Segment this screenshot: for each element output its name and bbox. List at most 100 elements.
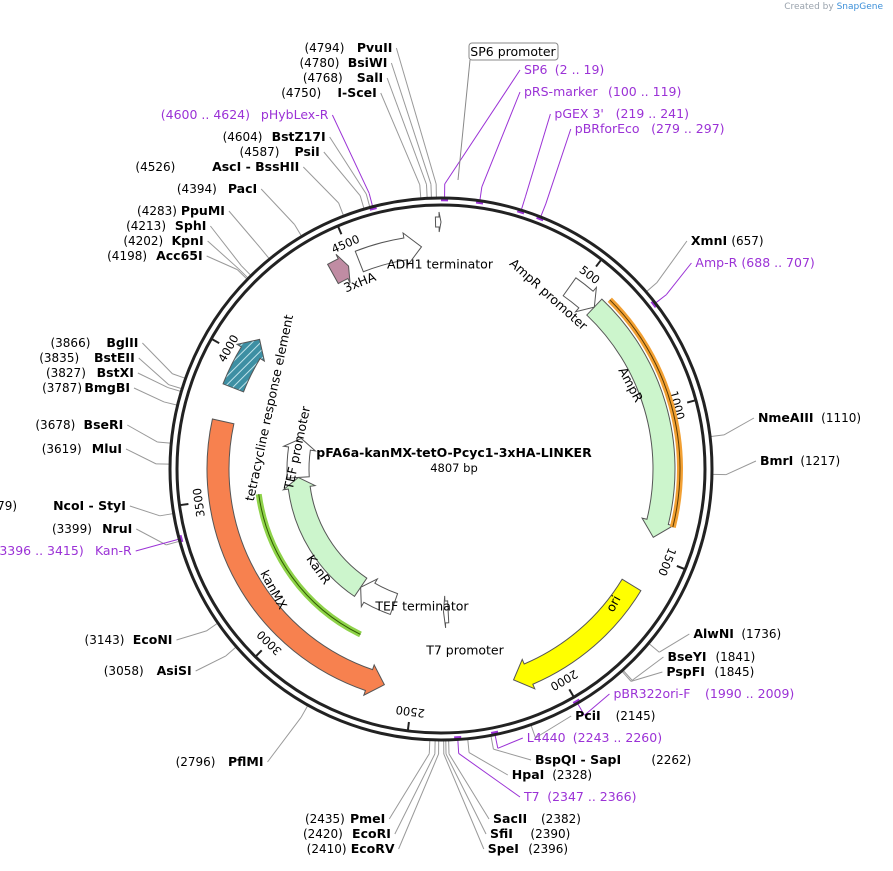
enzyme-econi: EcoNI(3143): [85, 632, 173, 647]
ruler-tick: [180, 502, 189, 507]
primer-pbrforeco-connector: [545, 128, 572, 205]
primer-l4440-connector: [497, 737, 523, 749]
enzyme-name: SfiI: [490, 826, 513, 841]
enzyme-position: (2382): [541, 812, 581, 826]
enzyme-position: (1845): [714, 665, 754, 679]
enzyme-position: (2420): [303, 827, 343, 841]
primer-pbr322ori-f-mark: [572, 698, 581, 705]
primer-name: pGEX 3': [554, 106, 603, 121]
feature-sp6-promoter: [434, 211, 442, 233]
primer-kan-r: Kan-R(3396 .. 3415): [0, 543, 132, 558]
enzyme-spei: SpeI(2396): [488, 841, 568, 856]
enzyme-pflmi: PflMI(2796): [176, 754, 264, 769]
enzyme-bseri: BseRI(3678): [35, 417, 123, 432]
enzyme-name: NruI: [102, 521, 132, 536]
feature-arrows: [206, 211, 683, 697]
enzyme-mlui-connector: [125, 448, 157, 465]
enzyme-name: BmrI: [760, 453, 793, 468]
kan-r-orf-line: [258, 494, 361, 635]
enzyme-bstxi: BstXI(3827): [46, 365, 134, 380]
enzyme-name: SacII: [493, 811, 527, 826]
feature-tre: [222, 338, 266, 393]
enzyme-sfii: SfiI(2390): [490, 826, 570, 841]
enzyme-kpni: KpnI (4202): [123, 233, 203, 248]
enzyme-psii-leader: [359, 195, 365, 209]
enzyme-sacii: SacII (2382): [493, 811, 581, 826]
enzyme-sfii-connector: [445, 753, 487, 835]
enzyme-asci-bsshii: AscI - BssHII(4526): [135, 159, 299, 174]
enzyme-position: (3399): [52, 522, 92, 536]
enzyme-hpai-connector: [468, 752, 509, 776]
primer-pgex-3-leader: [521, 196, 526, 210]
enzyme-ncoi-styi: NcoI - StyI(3479): [0, 498, 126, 513]
plasmid-length: 4807 bp: [430, 461, 478, 475]
primer-l4440: L4440(2243 .. 2260): [527, 730, 662, 745]
enzyme-bsteii-connector: [138, 357, 170, 386]
enzyme-name: SphI: [175, 218, 207, 233]
enzyme-name: MluI: [92, 441, 122, 456]
primer-pbrforeco-leader: [540, 203, 547, 217]
feature-tef-promoter: [281, 437, 317, 479]
enzyme-acc65i-connector: [206, 255, 238, 271]
enzyme-name: PacI: [228, 181, 257, 196]
ruler-tick: [406, 721, 410, 731]
enzyme-name: PciI: [575, 708, 601, 723]
enzyme-bstz17i: BstZ17I (4604): [223, 129, 326, 144]
primer-range: (100 .. 119): [608, 84, 681, 99]
enzyme-name: HpaI: [512, 767, 544, 782]
enzyme-name: Acc65I: [156, 248, 203, 263]
enzyme-psii: PsiI(4587): [240, 144, 320, 159]
primer-range: (688 .. 707): [741, 255, 814, 270]
enzyme-sphi-leader: [240, 265, 251, 276]
primer-kan-r-leader: [165, 538, 179, 544]
enzyme-spei-connector: [443, 753, 485, 850]
enzyme-ecorv: EcoRV(2410): [307, 841, 395, 856]
enzyme-position: (3678): [35, 418, 75, 432]
enzyme-leader-lines: [125, 47, 757, 850]
enzyme-pcii-connector: [535, 715, 572, 739]
primer-pgex-3-mark: [516, 209, 525, 215]
enzyme-name: KpnI: [171, 233, 203, 248]
sp6-promoter-leader: [457, 59, 471, 181]
enzyme-position: (4198): [107, 249, 147, 263]
primer-name: Amp-R: [695, 255, 737, 270]
enzyme-ppumi: PpuMI(4283): [137, 203, 225, 218]
enzyme-acc65i: Acc65I (4198): [107, 248, 203, 263]
enzyme-name: BglII: [106, 335, 138, 350]
ruler-label: 2500: [395, 703, 426, 721]
enzyme-pmei: PmeI(2435): [305, 811, 385, 826]
enzyme-sali-leader: [425, 184, 428, 198]
enzyme-position: (3619): [42, 442, 82, 456]
primer-range: (4600 .. 4624): [161, 107, 250, 122]
enzyme-bstz17i-leader: [365, 193, 371, 207]
primer-pbr322ori-f: pBR322ori-F(1990 .. 2009): [613, 686, 794, 701]
enzyme-nrui-connector: [136, 528, 167, 546]
enzyme-asci-bsshii-leader: [338, 202, 344, 216]
enzyme-name: PspFI: [666, 664, 705, 679]
enzyme-name: PvuII: [357, 40, 393, 55]
enzyme-name: EcoRV: [351, 841, 395, 856]
enzyme-position: (4394): [177, 182, 217, 196]
enzyme-name: BstZ17I: [272, 129, 326, 144]
enzyme-kpni-connector: [207, 240, 239, 269]
enzyme-sacii-connector: [448, 753, 490, 820]
enzyme-position: (1217): [800, 454, 840, 468]
enzyme-xmni: XmnI(657): [691, 233, 764, 248]
enzyme-hpai: HpaI(2328): [512, 767, 592, 782]
enzyme-sali: SalI(4768): [303, 70, 383, 85]
feature-3xha: [326, 253, 351, 285]
enzyme-ncoi-styi-connector: [129, 505, 161, 517]
enzyme-kpni-leader: [238, 268, 248, 279]
enzyme-name: I-SceI: [337, 85, 376, 100]
enzyme-bmri: BmrI (1217): [760, 453, 840, 468]
enzyme-position: (4768): [303, 71, 343, 85]
enzyme-position: (4202): [123, 234, 163, 248]
enzyme-position: (3143): [85, 633, 125, 647]
primer-amp-r: Amp-R (688 .. 707): [695, 255, 814, 270]
enzyme-xmni-connector: [656, 240, 688, 284]
enzyme-alwni-connector: [659, 633, 690, 653]
ruler-label: 1500: [655, 546, 679, 578]
enzyme-name: NcoI - StyI: [53, 498, 126, 513]
enzyme-bseyi: BseYI(1841): [667, 649, 755, 664]
enzyme-position: (4604): [223, 130, 263, 144]
